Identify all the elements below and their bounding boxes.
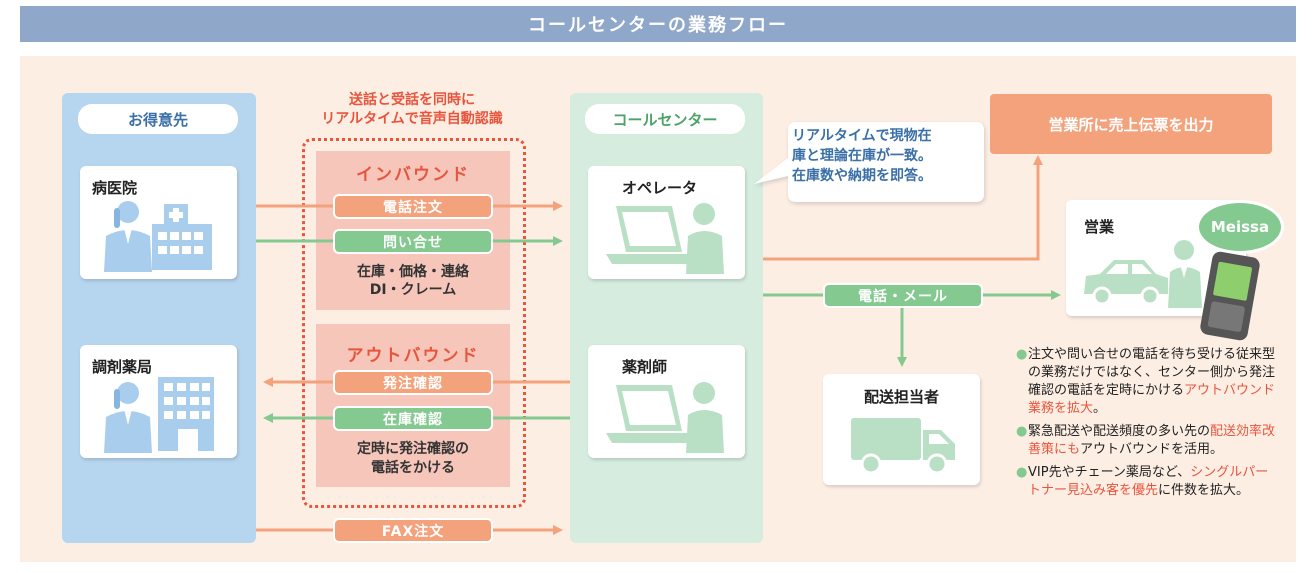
- bullet-icon: ●: [1016, 347, 1028, 362]
- speech-bubble-shape: [754, 122, 984, 202]
- delivery-card: 配送担当者: [823, 374, 980, 485]
- pharmacist-card: 薬剤師: [588, 345, 745, 458]
- outbound-box: [316, 324, 510, 487]
- inbound-description: 在庫・価格・連絡 DI・クレーム: [357, 264, 469, 298]
- pharmacy-label: 調剤薬局: [92, 358, 153, 376]
- operator-label: オペレータ: [622, 179, 698, 197]
- pharmacist-computer-icon: [606, 382, 724, 453]
- office-arrow: [763, 155, 1043, 261]
- page-title: コールセンターの業務フロー: [20, 6, 1296, 42]
- operator-computer-icon: [606, 203, 724, 274]
- stock-confirm-label: 在庫確認: [333, 406, 493, 431]
- delivery-truck-icon: [851, 418, 955, 475]
- operator-card: オペレータ: [588, 166, 745, 279]
- note-item: ● VIP先やチェーン薬局など、シングルパートナー見込み客を優先に件数を拡大。: [1016, 465, 1269, 498]
- speech-bubble-text: リアルタイムで現物在 庫と理論在庫が一致。 在庫数や納期を即答。: [792, 128, 932, 184]
- pharmacy-card: 調剤薬局: [80, 345, 237, 458]
- outbound-heading: アウトバウンド: [346, 346, 480, 366]
- phone-order-label: 電話注文: [333, 194, 493, 219]
- sales-label: 営業: [1084, 218, 1115, 236]
- hospital-card: 病医院: [80, 166, 237, 279]
- hospital-label: 病医院: [92, 179, 138, 197]
- bullet-icon: ●: [1016, 424, 1028, 439]
- hospital-icon: [104, 201, 212, 272]
- meissa-logo: Meissa: [1196, 200, 1284, 254]
- call-type-group: [302, 138, 526, 508]
- sales-car-icon: [1084, 240, 1202, 308]
- order-confirm-label: 発注確認: [333, 370, 493, 395]
- outbound-description: 定時に発注確認の 電話をかける: [357, 441, 469, 476]
- phone-mail-label: 電話・メール: [823, 283, 983, 308]
- fax-order-label: FAX注文: [333, 518, 493, 543]
- inbound-heading: インバウンド: [356, 165, 470, 185]
- delivery-label: 配送担当者: [863, 388, 939, 406]
- notes-list: ● 注文や問い合せの電話を待ち受ける従来型の業務だけではなく、センター側から発注…: [1016, 346, 1278, 500]
- note-item: ● 緊急配送や配送頻度の多い先の配送効率改善策にもアウトバウンドを活用。: [1016, 424, 1276, 457]
- pharmacy-icon: [104, 377, 214, 453]
- pharmacist-label: 薬剤師: [622, 358, 668, 376]
- note-item: ● 注文や問い合せの電話を待ち受ける従来型の業務だけではなく、センター側から発注…: [1016, 347, 1276, 416]
- sales-office-box: 営業所に売上伝票を出力: [990, 94, 1272, 154]
- recognition-caption: 送話と受話を同時に リアルタイムで音声自動認識: [321, 92, 503, 127]
- smartphone-icon: [1200, 251, 1260, 341]
- customer-column-header: お得意先: [78, 104, 238, 134]
- bullet-icon: ●: [1016, 465, 1028, 480]
- callcenter-column-header: コールセンター: [585, 104, 745, 134]
- inquiry-label: 問い合せ: [333, 229, 493, 254]
